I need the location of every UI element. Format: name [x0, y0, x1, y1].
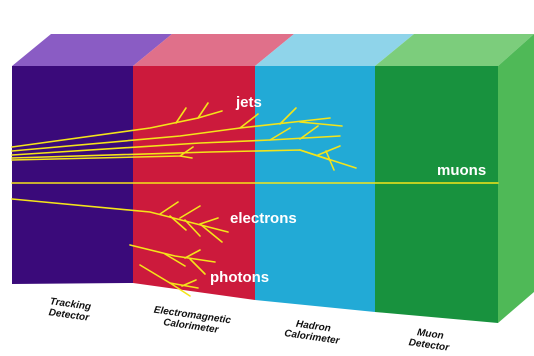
- photons-label: photons: [210, 269, 269, 286]
- muon-detector-side: [498, 34, 534, 323]
- photon-tracks: [129, 244, 216, 297]
- hadron-calorimeter-front: [255, 66, 375, 312]
- muon-detector-label: Muon Detector: [408, 327, 451, 354]
- svg-text:Hadron: Hadron: [295, 319, 331, 335]
- em-calorimeter-label: Electromagnetic Calorimeter: [153, 305, 232, 336]
- svg-text:Detector: Detector: [408, 337, 451, 354]
- tracking-detector-label: Tracking Detector: [48, 296, 92, 324]
- svg-text:Muon: Muon: [416, 327, 444, 342]
- em-calorimeter-top: [133, 34, 294, 66]
- hadron-calorimeter-label: Hadron Calorimeter: [284, 319, 342, 347]
- electrons-label: electrons: [230, 210, 297, 227]
- hadron-calorimeter-top: [255, 34, 414, 66]
- jets-label: jets: [235, 94, 262, 111]
- jet-tracks: [11, 102, 357, 171]
- tracking-detector-front: [12, 66, 133, 284]
- muon-detector-front: [375, 66, 498, 323]
- muon-detector-top: [375, 34, 534, 66]
- tracking-detector-top: [12, 34, 172, 66]
- electron-tracks: [11, 198, 229, 243]
- muons-label: muons: [437, 162, 486, 179]
